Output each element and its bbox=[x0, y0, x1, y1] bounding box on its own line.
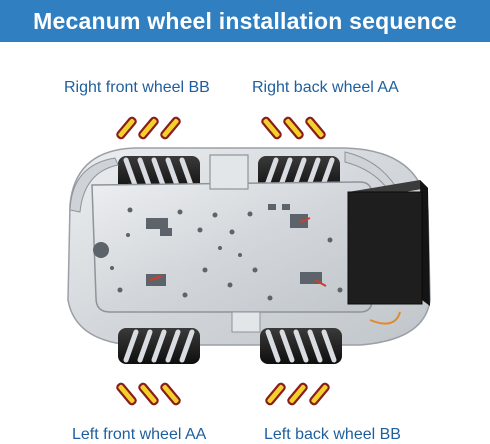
roller-indicator-left-back bbox=[265, 383, 330, 406]
battery-box bbox=[348, 180, 430, 324]
chassis-top-plate bbox=[92, 182, 372, 312]
label-left-back-wheel: Left back wheel BB bbox=[264, 426, 401, 444]
roller-indicator-right-front bbox=[116, 117, 181, 140]
mecanum-wheel-left-back bbox=[260, 328, 342, 364]
roller-indicator-right-back bbox=[261, 117, 326, 140]
front-bracket bbox=[210, 155, 248, 189]
mecanum-wheel-left-front bbox=[118, 328, 200, 364]
label-left-front-wheel: Left front wheel AA bbox=[72, 426, 206, 444]
roller-indicator-left-front bbox=[116, 383, 181, 406]
